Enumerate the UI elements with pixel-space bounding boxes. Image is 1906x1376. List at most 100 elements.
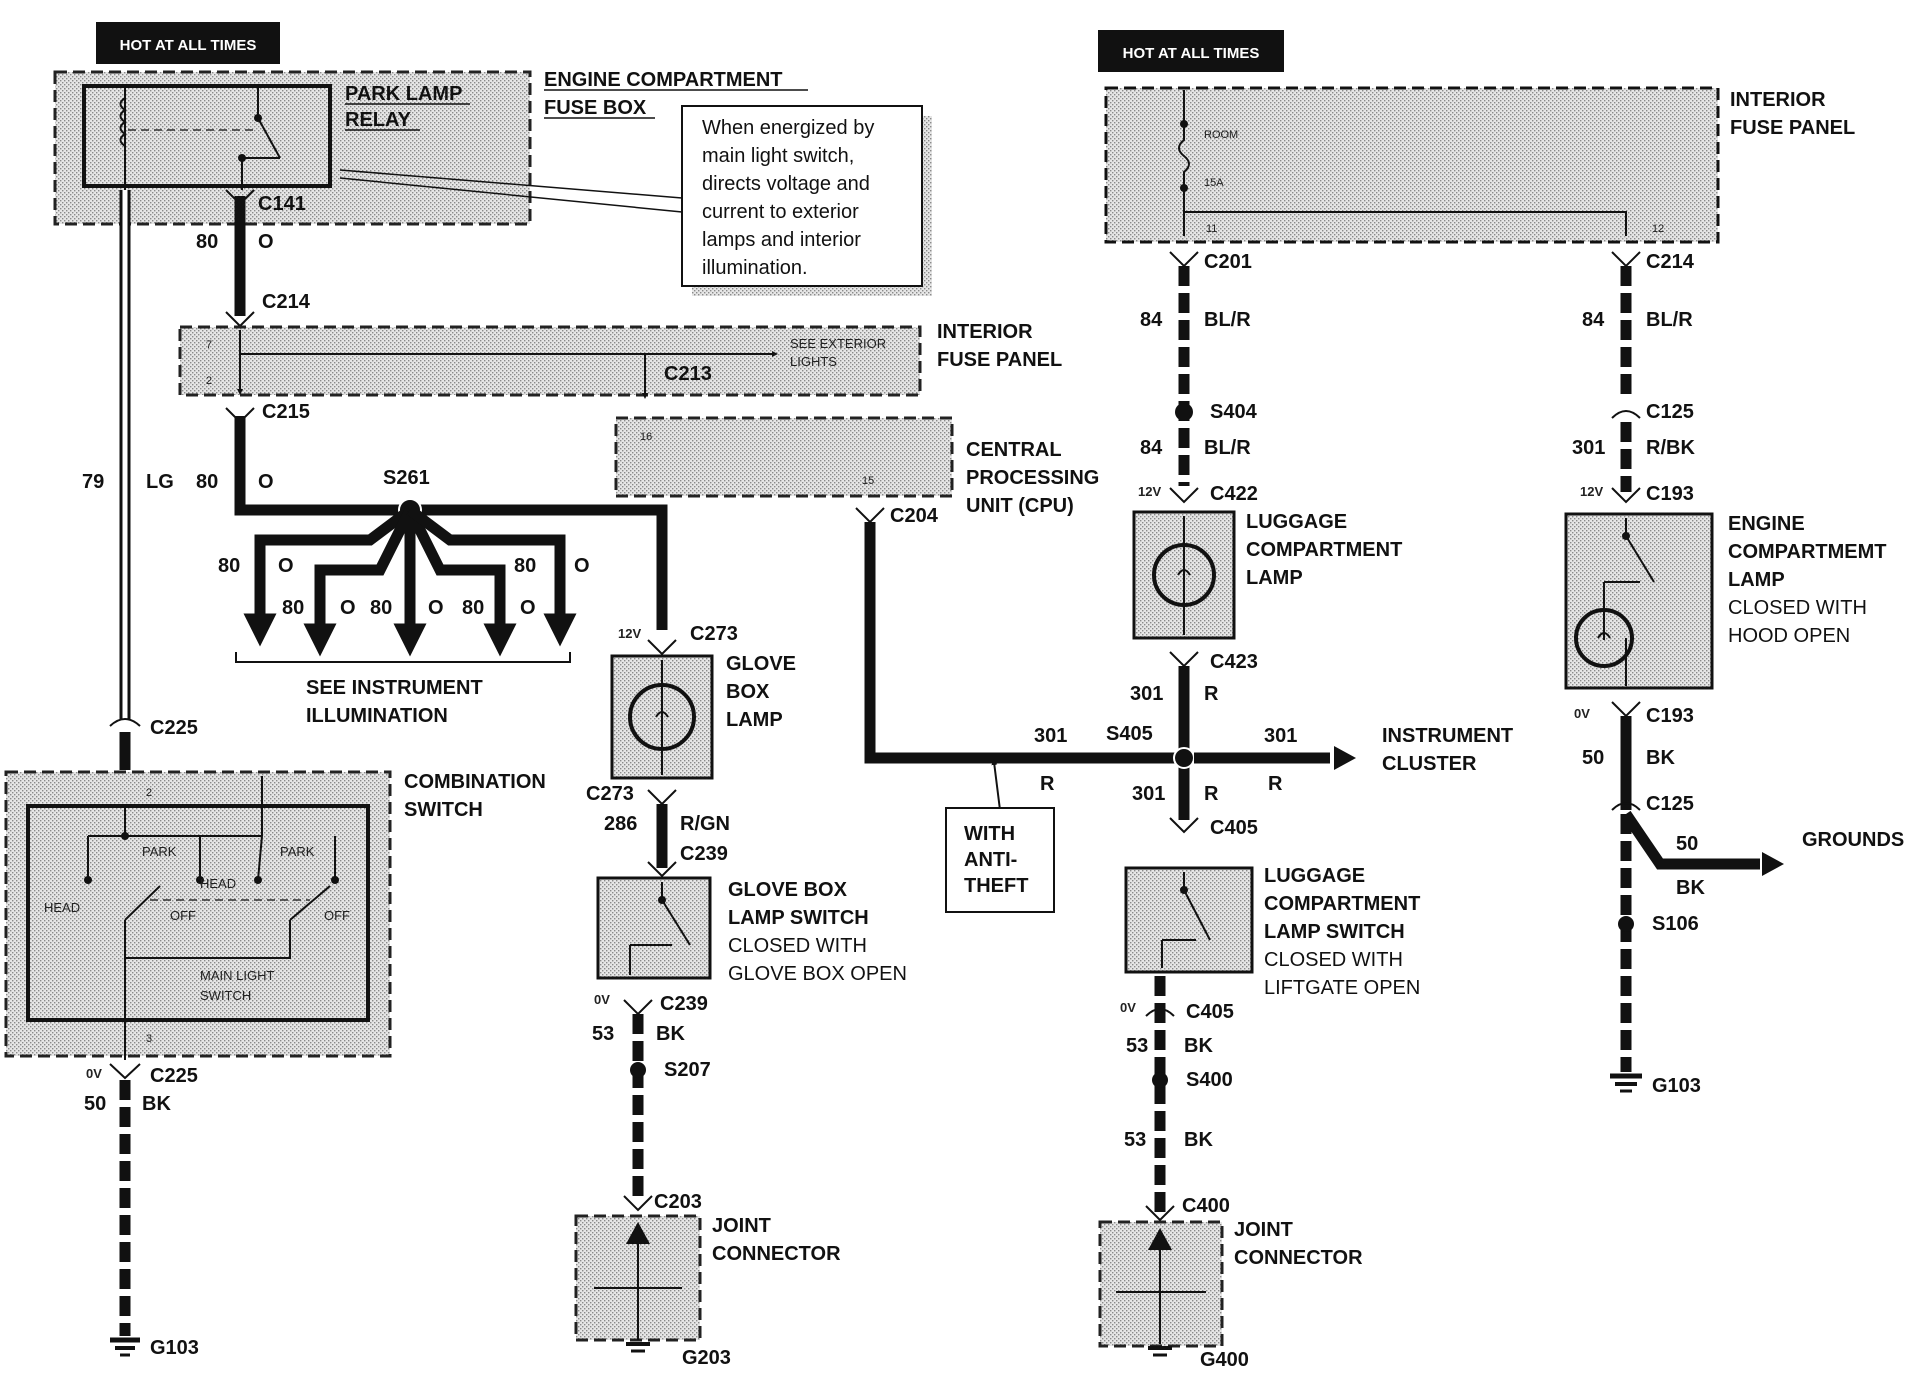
- svg-text:301: 301: [1130, 683, 1163, 705]
- svg-text:7: 7: [206, 339, 212, 351]
- svg-text:286: 286: [604, 813, 637, 835]
- ground-g203: [626, 1342, 650, 1353]
- svg-text:301: 301: [1572, 437, 1605, 459]
- svg-text:C225: C225: [150, 1065, 198, 1087]
- svg-text:current to exterior: current to exterior: [702, 201, 859, 223]
- hot-at-all-times-right: HOT AT ALL TIMES: [1098, 30, 1284, 72]
- svg-text:directs voltage and: directs voltage and: [702, 173, 870, 195]
- svg-text:84: 84: [1582, 309, 1605, 331]
- svg-text:R/BK: R/BK: [1646, 437, 1695, 459]
- svg-text:C204: C204: [890, 505, 939, 527]
- c141-label: C141: [258, 193, 306, 215]
- svg-text:THEFT: THEFT: [964, 875, 1028, 897]
- svg-text:COMPARTMENT: COMPARTMENT: [1264, 893, 1420, 915]
- relay-symbol: [119, 88, 281, 190]
- svg-text:CLOSED WITH: CLOSED WITH: [1264, 949, 1403, 971]
- svg-text:G103: G103: [150, 1337, 199, 1359]
- svg-text:12V: 12V: [1138, 484, 1161, 499]
- park-lamp-relay-label: PARK LAMP: [345, 83, 462, 105]
- svg-text:84: 84: [1140, 437, 1163, 459]
- svg-text:80: 80: [514, 555, 536, 577]
- svg-text:O: O: [258, 231, 274, 253]
- svg-text:C214: C214: [262, 291, 311, 313]
- joint-connector-left-label: JOINT: [712, 1215, 771, 1237]
- svg-text:C400: C400: [1182, 1195, 1230, 1217]
- svg-text:50: 50: [84, 1093, 106, 1115]
- interior-fuse-right-label: INTERIOR: [1730, 89, 1826, 111]
- svg-text:80: 80: [218, 555, 240, 577]
- svg-text:R: R: [1268, 773, 1283, 795]
- svg-text:BK: BK: [1646, 747, 1675, 769]
- glove-box-lamp-switch: [596, 876, 712, 980]
- svg-text:WITH: WITH: [964, 823, 1015, 845]
- svg-text:CLUSTER: CLUSTER: [1382, 753, 1477, 775]
- svg-text:PROCESSING: PROCESSING: [966, 467, 1099, 489]
- ground-g103-left: [110, 1337, 140, 1357]
- svg-text:O: O: [340, 597, 356, 619]
- svg-text:BK: BK: [656, 1023, 685, 1045]
- svg-text:FUSE PANEL: FUSE PANEL: [1730, 117, 1855, 139]
- svg-text:50: 50: [1676, 833, 1698, 855]
- luggage-compartment-lamp-switch: [1124, 866, 1254, 974]
- svg-text:80: 80: [370, 597, 392, 619]
- svg-text:R: R: [1204, 783, 1219, 805]
- svg-text:C193: C193: [1646, 705, 1694, 727]
- svg-text:C273: C273: [690, 623, 738, 645]
- svg-text:BK: BK: [1184, 1129, 1213, 1151]
- luggage-lamp-label: LUGGAGE: [1246, 511, 1347, 533]
- svg-text:SWITCH: SWITCH: [404, 799, 483, 821]
- svg-text:ANTI-: ANTI-: [964, 849, 1017, 871]
- svg-text:C203: C203: [654, 1191, 702, 1213]
- svg-text:S404: S404: [1210, 401, 1258, 423]
- ground-g400: [1148, 1346, 1172, 1357]
- svg-text:BL/R: BL/R: [1204, 437, 1251, 459]
- svg-text:O: O: [574, 555, 590, 577]
- anti-theft-box: [945, 807, 1055, 913]
- svg-text:80: 80: [462, 597, 484, 619]
- svg-text:LAMP: LAMP: [1728, 569, 1785, 591]
- svg-text:50: 50: [1582, 747, 1604, 769]
- svg-text:S106: S106: [1652, 913, 1699, 935]
- ground-g103-right: [1610, 1073, 1642, 1093]
- svg-text:53: 53: [592, 1023, 614, 1045]
- svg-text:S207: S207: [664, 1059, 711, 1081]
- see-instrument-label: SEE INSTRUMENT: [306, 677, 483, 699]
- svg-text:2: 2: [146, 787, 152, 799]
- park-lamp-relay-label2: RELAY: [345, 109, 412, 131]
- svg-text:C273: C273: [586, 783, 634, 805]
- svg-text:CONNECTOR: CONNECTOR: [712, 1243, 841, 1265]
- s261-fanout: [243, 505, 577, 657]
- svg-text:R: R: [1040, 773, 1055, 795]
- svg-text:LAMP SWITCH: LAMP SWITCH: [1264, 921, 1405, 943]
- svg-text:LAMP SWITCH: LAMP SWITCH: [728, 907, 869, 929]
- svg-text:LAMP: LAMP: [726, 709, 783, 731]
- engine-compartment-lamp: [1564, 512, 1714, 690]
- svg-text:BK: BK: [1676, 877, 1705, 899]
- svg-text:C214: C214: [1646, 251, 1695, 273]
- svg-text:CLOSED WITH: CLOSED WITH: [728, 935, 867, 957]
- svg-text:0V: 0V: [1120, 1000, 1136, 1015]
- s261-label: S261: [383, 467, 430, 489]
- svg-text:G203: G203: [682, 1347, 731, 1369]
- svg-text:main light switch,: main light switch,: [702, 145, 854, 167]
- svg-text:LIGHTS: LIGHTS: [790, 354, 837, 369]
- svg-text:COMPARTMENT: COMPARTMENT: [1246, 539, 1402, 561]
- svg-text:PARK: PARK: [142, 844, 177, 859]
- engine-fuse-box-label2: FUSE BOX: [544, 97, 647, 119]
- svg-text:12V: 12V: [1580, 484, 1603, 499]
- svg-text:84: 84: [1140, 309, 1163, 331]
- engine-lamp-label: ENGINE: [1728, 513, 1805, 535]
- svg-text:O: O: [520, 597, 536, 619]
- svg-text:0V: 0V: [594, 992, 610, 1007]
- svg-text:CLOSED WITH: CLOSED WITH: [1728, 597, 1867, 619]
- svg-text:HOT AT ALL TIMES: HOT AT ALL TIMES: [1123, 45, 1260, 62]
- svg-text:301: 301: [1132, 783, 1165, 805]
- svg-text:LIFTGATE OPEN: LIFTGATE OPEN: [1264, 977, 1420, 999]
- svg-text:G400: G400: [1200, 1349, 1249, 1371]
- svg-text:R/GN: R/GN: [680, 813, 730, 835]
- svg-text:15: 15: [862, 475, 874, 487]
- svg-text:LG: LG: [146, 471, 174, 493]
- svg-text:SWITCH: SWITCH: [200, 988, 251, 1003]
- svg-text:BK: BK: [1184, 1035, 1213, 1057]
